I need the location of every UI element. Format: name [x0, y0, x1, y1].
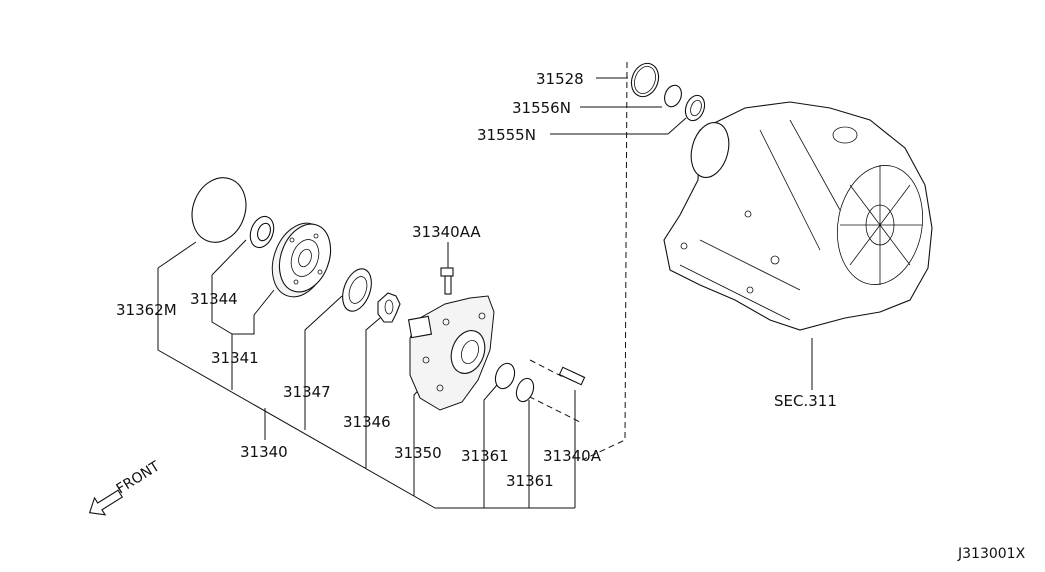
oring-31361-a-part [494, 362, 516, 390]
label-31361-a: 31361 [461, 447, 509, 465]
front-arrow-icon [88, 489, 124, 516]
label-31344: 31344 [190, 290, 238, 308]
bolt-31340aa-part [440, 267, 454, 295]
transaxle-housing-part [663, 101, 933, 331]
label-31340aa: 31340AA [412, 223, 481, 241]
oring-31362m-part [191, 177, 247, 243]
label-31340: 31340 [240, 443, 288, 461]
label-31362m: 31362M [116, 301, 177, 319]
label-31340a: 31340A [543, 447, 602, 465]
bolt-31340a-part [558, 366, 586, 386]
pump-body-31350-part [407, 295, 495, 411]
label-31361-b: 31361 [506, 472, 554, 490]
label-31350: 31350 [394, 444, 442, 462]
label-31346: 31346 [343, 413, 391, 431]
seal-31344-part [249, 215, 275, 249]
label-front: FRONT [114, 458, 163, 497]
diagram-code: J313001X [957, 546, 1026, 562]
inner-gear-31346-part [377, 292, 401, 323]
oring-31361-b-part [515, 377, 535, 403]
label-31341: 31341 [211, 349, 259, 367]
label-31347: 31347 [283, 383, 331, 401]
label-31528: 31528 [536, 70, 584, 88]
label-sec311: SEC.311 [774, 392, 837, 410]
label-31556n: 31556N [512, 99, 571, 117]
outer-gear-31347-part [342, 268, 372, 312]
oring-31528-part [630, 62, 660, 98]
pump-cover-31341-part [271, 222, 332, 298]
seal-31556n-part [664, 84, 682, 108]
seal-31555n-part [684, 94, 706, 122]
label-31555n: 31555N [477, 126, 536, 144]
